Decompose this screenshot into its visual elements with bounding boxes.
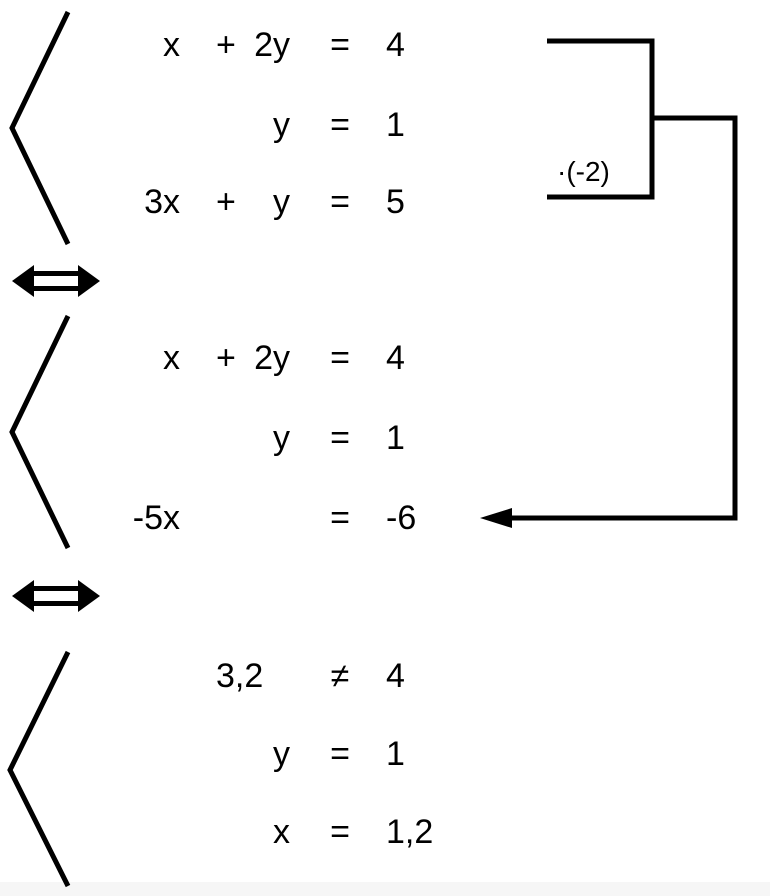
equation-row: y = 1 <box>0 418 500 458</box>
system-brace-1 <box>9 10 71 246</box>
system-brace-3 <box>7 650 71 888</box>
operation-note: ·(-2) <box>557 156 610 187</box>
term-x: x <box>163 26 180 64</box>
equation-row: x = 1,2 <box>0 812 500 852</box>
relation: = <box>330 26 350 64</box>
term-y: y <box>273 419 290 457</box>
transfer-arrow-head <box>480 508 512 528</box>
relation: = <box>330 735 350 773</box>
rhs-value: -6 <box>386 499 417 537</box>
equation-row: x + 2y = 4 <box>0 338 500 378</box>
rhs-value: 5 <box>386 183 405 221</box>
rhs-value: 4 <box>386 26 405 64</box>
term-y: y <box>273 183 290 221</box>
relation: = <box>330 813 350 851</box>
equation-row: -5x = -6 <box>0 498 500 538</box>
relation: = <box>330 419 350 457</box>
term-x: x <box>163 339 180 377</box>
term-x: 3x <box>144 183 180 221</box>
equation-row: y = 1 <box>0 105 500 145</box>
rhs-value: 1,2 <box>386 813 434 851</box>
transfer-connector <box>505 115 738 521</box>
rhs-value: 1 <box>386 419 405 457</box>
term-x: -5x <box>132 499 180 537</box>
equation-row: x + 2y = 4 <box>0 25 500 65</box>
relation: ≠ <box>330 657 350 695</box>
term-y: 2y <box>254 26 290 64</box>
rhs-value: 4 <box>386 657 405 695</box>
relation: = <box>330 499 350 537</box>
lhs-value: 3,2 <box>216 657 264 695</box>
bottom-strip <box>0 882 770 896</box>
rhs-value: 1 <box>386 735 405 773</box>
rhs-value: 4 <box>386 339 405 377</box>
equation-row: 3x + y = 5 <box>0 182 500 222</box>
equation-row: 3,2 ≠ 4 <box>0 656 500 696</box>
term-y: y <box>273 735 290 773</box>
plus-sign: + <box>216 183 236 221</box>
equation-row: y = 1 <box>0 734 500 774</box>
equivalence-icon-2 <box>12 580 100 612</box>
relation: = <box>330 106 350 144</box>
rhs-value: 1 <box>386 106 405 144</box>
term-y: y <box>273 106 290 144</box>
system-brace-2 <box>9 314 71 550</box>
term-y: 2y <box>254 339 290 377</box>
relation: = <box>330 183 350 221</box>
equivalence-icon-1 <box>12 265 100 297</box>
plus-sign: + <box>216 339 236 377</box>
relation: = <box>330 339 350 377</box>
term-x: x <box>273 813 290 851</box>
plus-sign: + <box>216 26 236 64</box>
